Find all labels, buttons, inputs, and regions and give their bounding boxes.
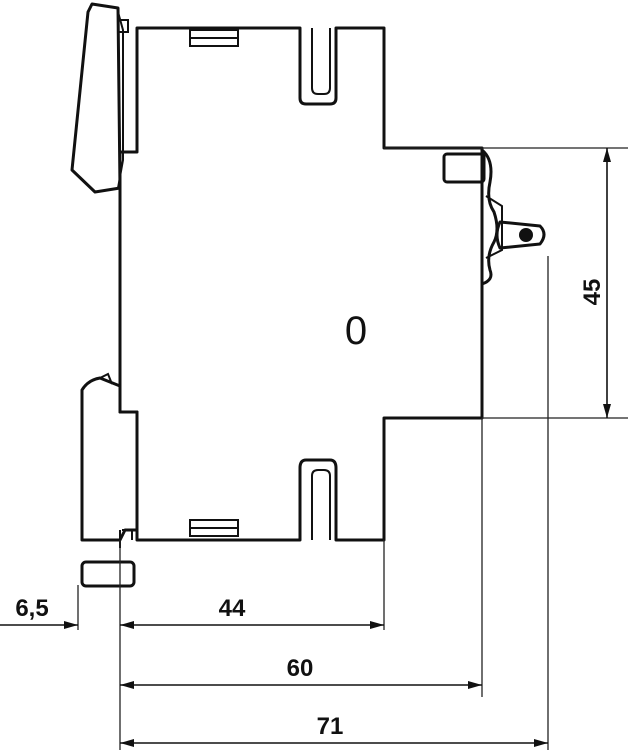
bottom-terminal — [189, 519, 239, 537]
breaker-body — [118, 26, 484, 542]
dimension-offset-label: 6,5 — [15, 595, 48, 622]
terminal-lug — [495, 220, 546, 250]
side-connector — [442, 148, 503, 286]
lower-din-clip — [80, 372, 139, 588]
device-mark: 0 — [345, 309, 367, 353]
dimension-44-label: 44 — [219, 595, 246, 622]
dimension-71-label: 71 — [317, 713, 344, 740]
upper-slot — [311, 28, 331, 95]
dimension-60-label: 60 — [287, 655, 314, 682]
dimension-71: 71 — [120, 713, 548, 747]
dimension-45-label: 45 — [579, 279, 606, 306]
top-terminal — [189, 29, 239, 47]
dimension-60: 60 — [120, 655, 482, 689]
dimension-44: 44 — [120, 595, 384, 629]
dimension-45: 45 — [579, 148, 611, 418]
dimension-offset: 6,5 — [0, 595, 134, 629]
extension-lines — [77, 147, 628, 750]
lower-slot — [311, 469, 331, 540]
